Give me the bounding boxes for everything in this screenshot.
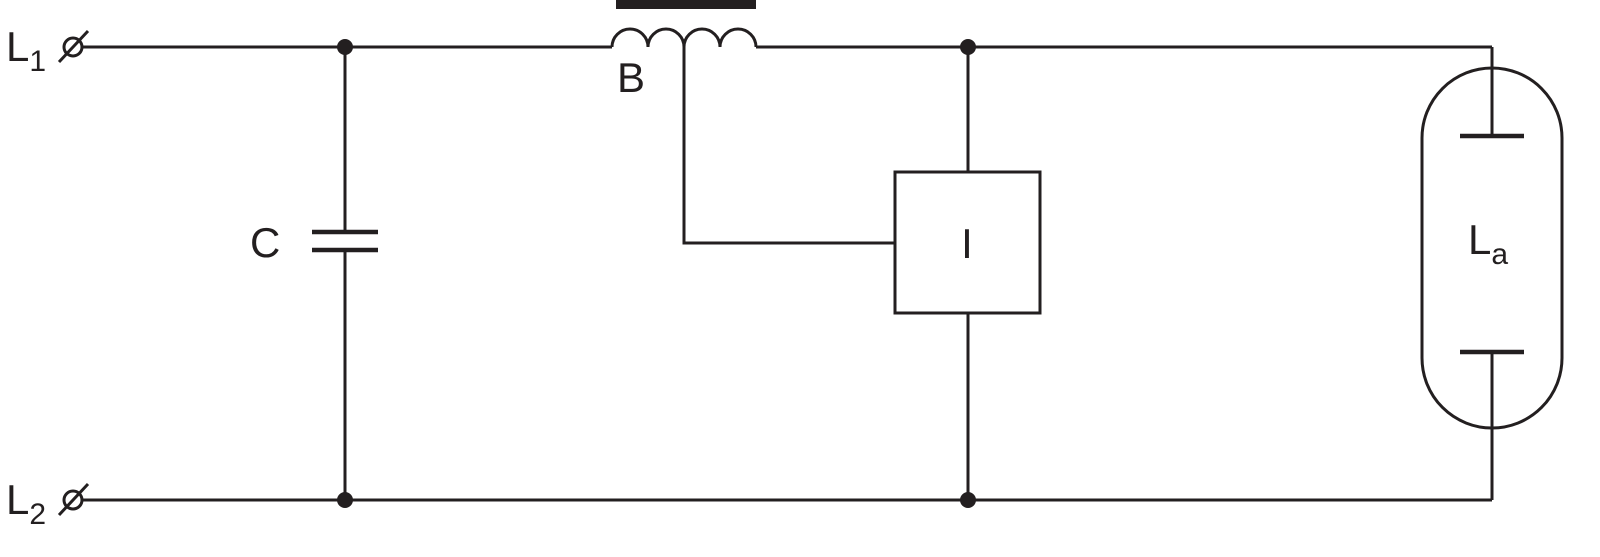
ballast-coil-icon <box>610 27 758 48</box>
junction-dot <box>960 39 976 55</box>
lamp-label: La <box>1468 216 1508 271</box>
ignitor-tap-wire <box>682 47 895 245</box>
junction-dot <box>960 492 976 508</box>
ballast-core-bar <box>616 0 756 9</box>
capacitor-label: C <box>250 219 280 266</box>
junction-dot <box>337 39 353 55</box>
ballast-label: B <box>617 54 645 101</box>
junction-dot <box>337 492 353 508</box>
terminal-l1-label: L1 <box>6 23 46 78</box>
ignitor-label: I <box>961 220 973 267</box>
terminal-l1-slash-icon <box>57 29 90 64</box>
terminal-l2-label: L2 <box>6 476 46 531</box>
terminal-l2-slash-icon <box>57 482 90 517</box>
